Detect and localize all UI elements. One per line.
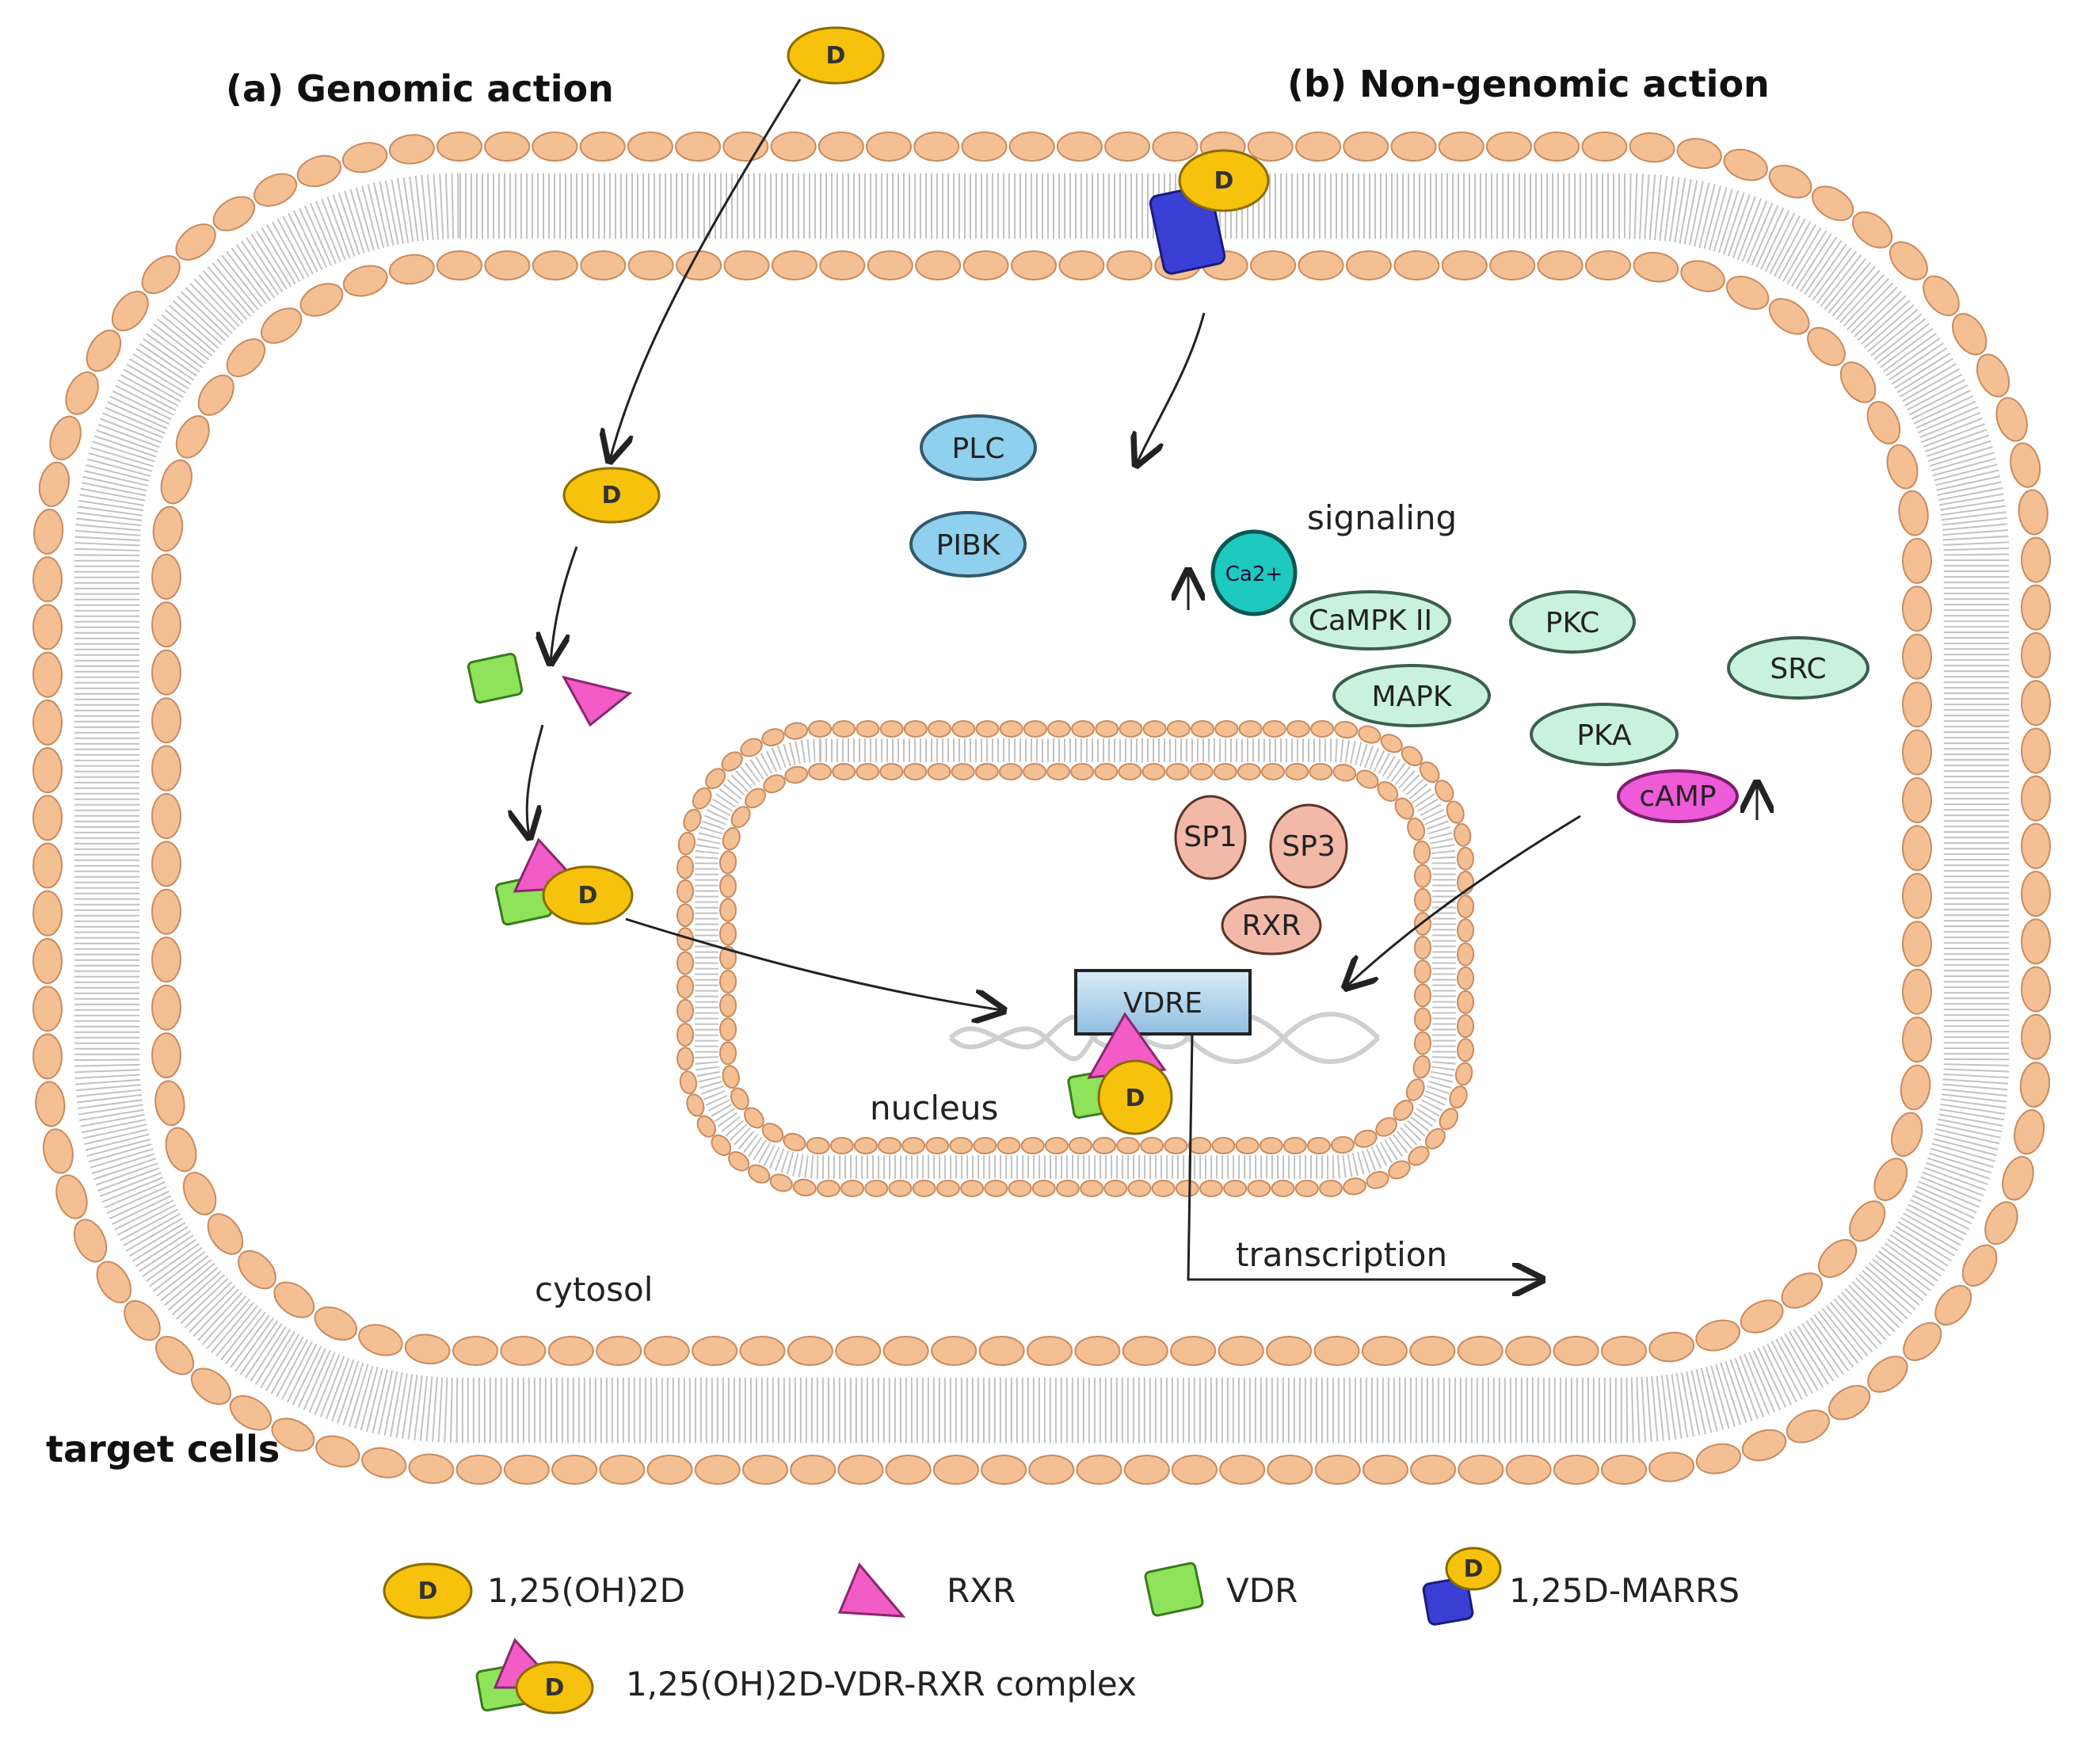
svg-text:D: D xyxy=(545,1674,565,1702)
legend-item-d: D 1,25(OH)2D xyxy=(383,1562,685,1619)
pibk-enzyme: PIBK xyxy=(909,511,1027,578)
plc-enzyme: PLC xyxy=(920,414,1037,481)
camp-molecule: cAMP xyxy=(1617,769,1739,823)
pkc-enzyme: PKC xyxy=(1509,590,1636,654)
legend-item-vdr: VDR xyxy=(1144,1562,1298,1617)
rxr-factor: RXR xyxy=(1221,895,1322,956)
svg-text:D: D xyxy=(1214,167,1234,195)
svg-text:D: D xyxy=(826,42,846,70)
svg-text:D: D xyxy=(602,482,622,509)
sp1-factor: SP1 xyxy=(1174,795,1247,880)
non-genomic-action-title: (b) Non-genomic action xyxy=(1287,63,1770,105)
svg-text:SP3: SP3 xyxy=(1282,830,1335,863)
marrs-receptor: D xyxy=(1149,149,1270,275)
d-ligand-outside: D xyxy=(787,26,885,85)
svg-text:PKA: PKA xyxy=(1576,719,1632,752)
legend: D 1,25(OH)2D RXR VDR D 1,25D-MARRS D 1,2… xyxy=(383,1547,1740,1715)
svg-text:VDRE: VDRE xyxy=(1123,987,1202,1020)
arrow-receptors-to-complex xyxy=(527,724,544,836)
svg-text:1,25D-MARRS: 1,25D-MARRS xyxy=(1509,1571,1740,1610)
src-enzyme: SRC xyxy=(1727,636,1869,700)
calcium-ion: Ca2+ xyxy=(1210,529,1298,616)
arrow-d-into-cell xyxy=(610,78,802,460)
svg-text:D: D xyxy=(418,1577,438,1605)
legend-item-rxr: RXR xyxy=(837,1562,1016,1618)
sp3-factor: SP3 xyxy=(1269,803,1348,889)
svg-text:Ca2+: Ca2+ xyxy=(1225,563,1282,586)
arrows xyxy=(527,78,1757,1280)
nucleus-label: nucleus xyxy=(870,1089,998,1127)
legend-item-marrs: D 1,25D-MARRS xyxy=(1422,1547,1740,1626)
svg-text:MAPK: MAPK xyxy=(1371,681,1452,713)
arrow-d-to-receptors xyxy=(551,546,578,662)
genomic-action-title: (a) Genomic action xyxy=(226,67,614,110)
nuclear-membrane xyxy=(676,719,1475,1198)
cytosol-label: cytosol xyxy=(535,1270,653,1309)
pka-enzyme: PKA xyxy=(1530,703,1679,766)
arrow-transcription xyxy=(1187,1033,1541,1280)
arrow-camp-to-vdre xyxy=(1347,814,1581,986)
arrow-marrs-to-signaling xyxy=(1137,312,1206,463)
arrow-complex-to-vdre xyxy=(625,917,1002,1010)
target-cells-label: target cells xyxy=(46,1428,280,1470)
d-ligand-cytosol: D xyxy=(562,467,661,524)
rxr-triangle xyxy=(562,675,633,727)
legend-item-complex: D 1,25(OH)2D-VDR-RXR complex xyxy=(475,1638,1137,1715)
transcription-label: transcription xyxy=(1236,1235,1447,1274)
svg-text:D: D xyxy=(1126,1085,1145,1112)
svg-text:D: D xyxy=(578,882,598,910)
svg-text:cAMP: cAMP xyxy=(1639,780,1716,813)
vdre-element: VDRE xyxy=(1074,969,1252,1036)
mapk-enzyme: MAPK xyxy=(1332,664,1491,727)
svg-text:1,25(OH)2D-VDR-RXR complex: 1,25(OH)2D-VDR-RXR complex xyxy=(626,1665,1137,1703)
vdr-rxr-d-complex-nucleus: D xyxy=(1067,1012,1173,1135)
svg-text:VDR: VDR xyxy=(1226,1571,1298,1610)
cell-membrane xyxy=(32,131,2051,1486)
svg-text:1,25(OH)2D: 1,25(OH)2D xyxy=(487,1571,685,1610)
svg-text:PLC: PLC xyxy=(952,433,1005,465)
svg-text:CaMPK II: CaMPK II xyxy=(1309,605,1432,637)
svg-text:RXR: RXR xyxy=(1242,910,1302,942)
vdr-square xyxy=(467,652,524,704)
svg-text:SRC: SRC xyxy=(1770,653,1826,685)
signaling-label: signaling xyxy=(1307,498,1457,537)
svg-text:PKC: PKC xyxy=(1545,607,1599,639)
campk-enzyme: CaMPK II xyxy=(1290,590,1451,650)
svg-text:PIBK: PIBK xyxy=(936,529,1001,562)
vdr-rxr-d-complex-cytosol: D xyxy=(494,837,634,926)
svg-text:SP1: SP1 xyxy=(1183,821,1237,853)
svg-text:RXR: RXR xyxy=(947,1571,1016,1610)
svg-text:D: D xyxy=(1464,1555,1484,1583)
